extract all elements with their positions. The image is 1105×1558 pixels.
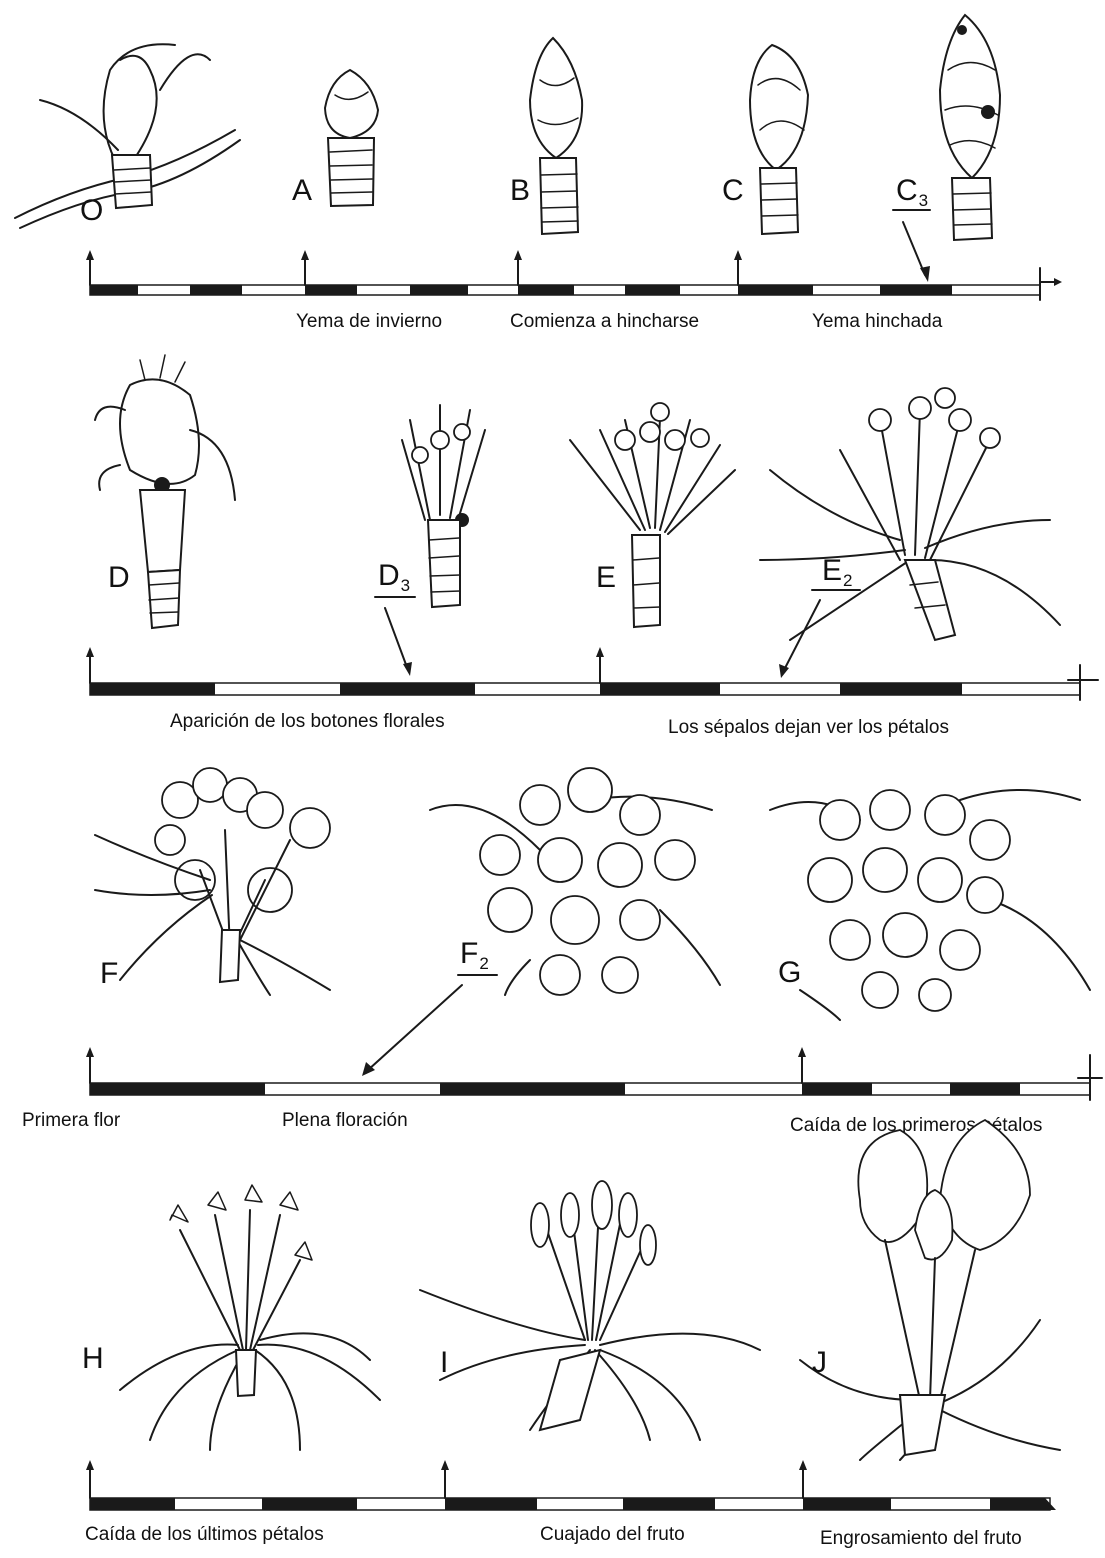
- flower-drawing-f: [95, 768, 330, 995]
- phase-label-cuajado: Cuajado del fruto: [540, 1524, 685, 1545]
- stage-label-e2: E2: [822, 554, 852, 590]
- fruit-drawing-i: [420, 1181, 760, 1440]
- timeline-bar-4: [86, 1460, 1056, 1510]
- phase-label-yema-de-invierno: Yema de invierno: [296, 311, 442, 332]
- phase-label-primera-flor: Primera flor: [22, 1110, 121, 1131]
- stage-label-c: C: [722, 174, 744, 207]
- stage-label-a: A: [292, 174, 312, 207]
- bud-drawing-c3: [940, 15, 1000, 240]
- timeline-bar-2: [86, 647, 1098, 700]
- bud-drawing-e2: [760, 388, 1060, 640]
- row-3: F F2 G Primera flor Plena floración Caíd…: [22, 768, 1102, 1136]
- stage-label-e: E: [596, 561, 616, 594]
- pointer-arrowhead-c3: [920, 266, 930, 282]
- phase-label-plena-floracion: Plena floración: [282, 1110, 408, 1131]
- phase-label-comienza-a-hincharse: Comienza a hincharse: [510, 311, 699, 332]
- phase-label-caida-primeros: Caída de los primeros pétalos: [790, 1115, 1042, 1136]
- pointer-arrowhead-e2: [779, 664, 789, 678]
- phase-label-engrosamiento: Engrosamiento del fruto: [820, 1528, 1022, 1549]
- stage-label-d3: D3: [378, 559, 410, 595]
- timeline-bar-1: [86, 250, 1062, 300]
- phase-label-aparicion-botones: Aparición de los botones florales: [170, 711, 445, 732]
- stage-label-o: O: [80, 194, 103, 227]
- bud-drawing-c: [750, 45, 808, 234]
- pointer-arrowhead-d3: [403, 662, 412, 676]
- bud-drawing-o: [15, 44, 240, 228]
- stage-label-h: H: [82, 1342, 104, 1375]
- fruit-drawing-h: [120, 1185, 380, 1450]
- stage-label-f2: F2: [460, 937, 489, 973]
- pointer-arrow-f2: [368, 985, 462, 1070]
- phase-label-sepalos: Los sépalos dejan ver los pétalos: [668, 717, 949, 738]
- pointer-arrow-c3: [903, 222, 925, 275]
- bud-drawing-a: [325, 70, 378, 206]
- bud-drawing-b: [530, 38, 582, 234]
- flower-drawing-g: [770, 790, 1090, 1020]
- phase-label-caida-ultimos: Caída de los últimos pétalos: [85, 1524, 324, 1545]
- stage-label-g: G: [778, 956, 801, 989]
- bud-drawing-d3: [402, 405, 485, 607]
- stage-label-j: J: [812, 1346, 827, 1379]
- pointer-arrow-e2: [783, 600, 820, 672]
- row-1: O A B C C3 Yema de invierno C: [15, 15, 1062, 332]
- stage-label-b: B: [510, 174, 530, 207]
- bud-drawing-e: [570, 403, 735, 627]
- stage-label-c3: C3: [896, 174, 928, 210]
- pointer-arrow-d3: [385, 608, 408, 670]
- fruit-drawing-j: [800, 1120, 1060, 1460]
- row-2: D D3 E E2 Aparición de los botones flora…: [86, 355, 1098, 738]
- stage-label-d: D: [108, 561, 130, 594]
- phase-label-yema-hinchada: Yema hinchada: [812, 311, 943, 332]
- stage-label-f: F: [100, 957, 118, 990]
- row-4: H I J Caída de los últimos pétalos Cuaja…: [82, 1120, 1060, 1549]
- stage-label-i: I: [440, 1346, 448, 1379]
- timeline-bar-3: [86, 1047, 1102, 1100]
